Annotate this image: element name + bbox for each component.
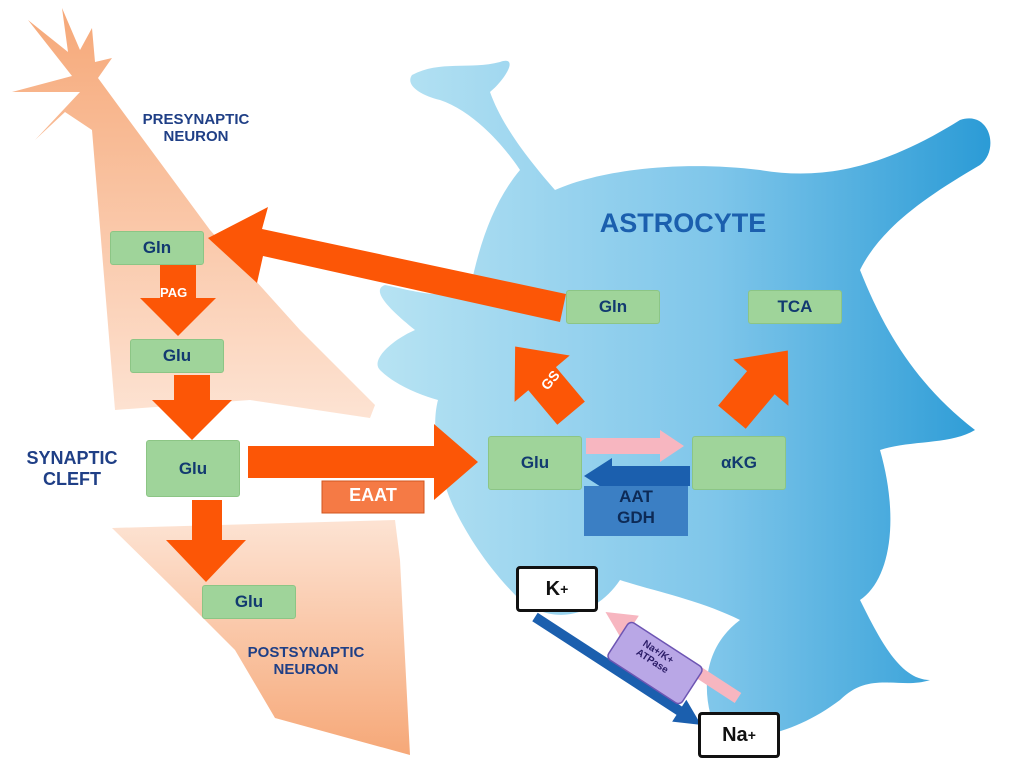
na-ion-charge: + [747, 727, 756, 743]
gdh-label: GDH [617, 508, 655, 527]
glu-presynaptic-box: Glu [130, 339, 224, 373]
arrow-gs [514, 346, 585, 425]
na-ion-box: Na+ [698, 712, 780, 758]
aat-label: AAT [619, 487, 653, 506]
glu-postsynaptic-box: Glu [202, 585, 296, 619]
akg-box: αKG [692, 436, 786, 490]
gln-astrocyte-box: Gln [566, 290, 660, 324]
presynaptic-neuron-shape [12, 8, 375, 418]
arrow-tca [718, 350, 789, 429]
postsynaptic-label: POSTSYNAPTIC NEURON [247, 644, 365, 679]
gln-presynaptic-box: Gln [110, 231, 204, 265]
k-ion-charge: + [560, 581, 569, 597]
tca-box: TCA [748, 290, 842, 324]
arrow-pag [140, 262, 216, 336]
atpase-box [607, 621, 703, 705]
arrow-k-to-na [532, 612, 702, 725]
pag-label: PAG [160, 285, 188, 300]
arrow-eaat-uptake [248, 424, 478, 500]
glu-astrocyte-box: Glu [488, 436, 582, 490]
postsynaptic-neuron-shape [112, 520, 410, 755]
astrocyte-shape [377, 60, 991, 741]
presynaptic-label: PRESYNAPTIC NEURON [142, 111, 250, 146]
eaat-label: EAAT [349, 485, 397, 505]
arrow-akg-to-glu [584, 458, 690, 494]
aat-gdh-box [584, 486, 688, 536]
synaptic-cleft-label: SYNAPTIC CLEFT [26, 448, 118, 489]
glu-cleft-box: Glu [146, 440, 240, 497]
astrocyte-title: ASTROCYTE [599, 208, 767, 238]
eaat-box [321, 480, 425, 514]
arrow-to-postsynaptic [166, 500, 246, 582]
na-ion-symbol: Na [722, 723, 748, 746]
k-ion-box: K+ [516, 566, 598, 612]
k-ion-symbol: K [545, 577, 561, 600]
arrow-gln-to-neuron [208, 207, 566, 322]
arrow-release [152, 375, 232, 440]
arrow-glu-to-akg [586, 430, 684, 462]
